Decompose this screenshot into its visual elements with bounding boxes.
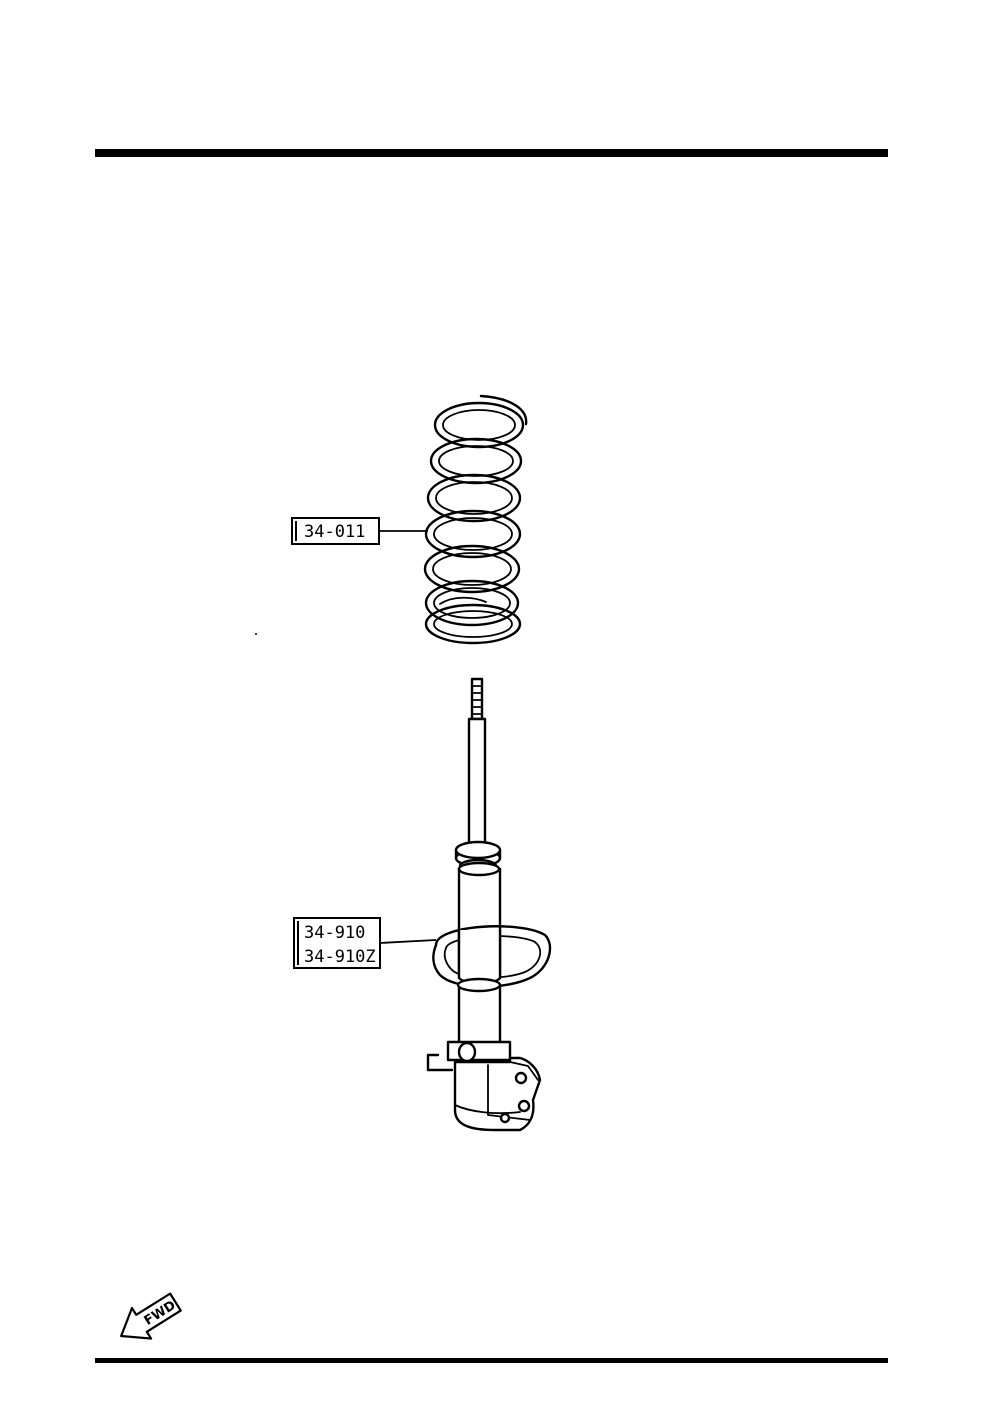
callout-strut-label-2: 34-910Z — [304, 947, 376, 967]
strut-assembly — [426, 677, 552, 1132]
callout-strut-label-1: 34-910 — [304, 923, 365, 943]
callout-spring: 34-011 — [291, 517, 428, 545]
callout-strut: 34-910 34-910Z — [293, 917, 437, 969]
coil-spring — [423, 394, 528, 645]
footer-rule — [95, 1358, 888, 1363]
callout-spring-label: 34-011 — [304, 522, 365, 542]
header-rule — [95, 149, 888, 157]
fwd-direction-arrow-icon: FWD — [120, 1292, 182, 1340]
